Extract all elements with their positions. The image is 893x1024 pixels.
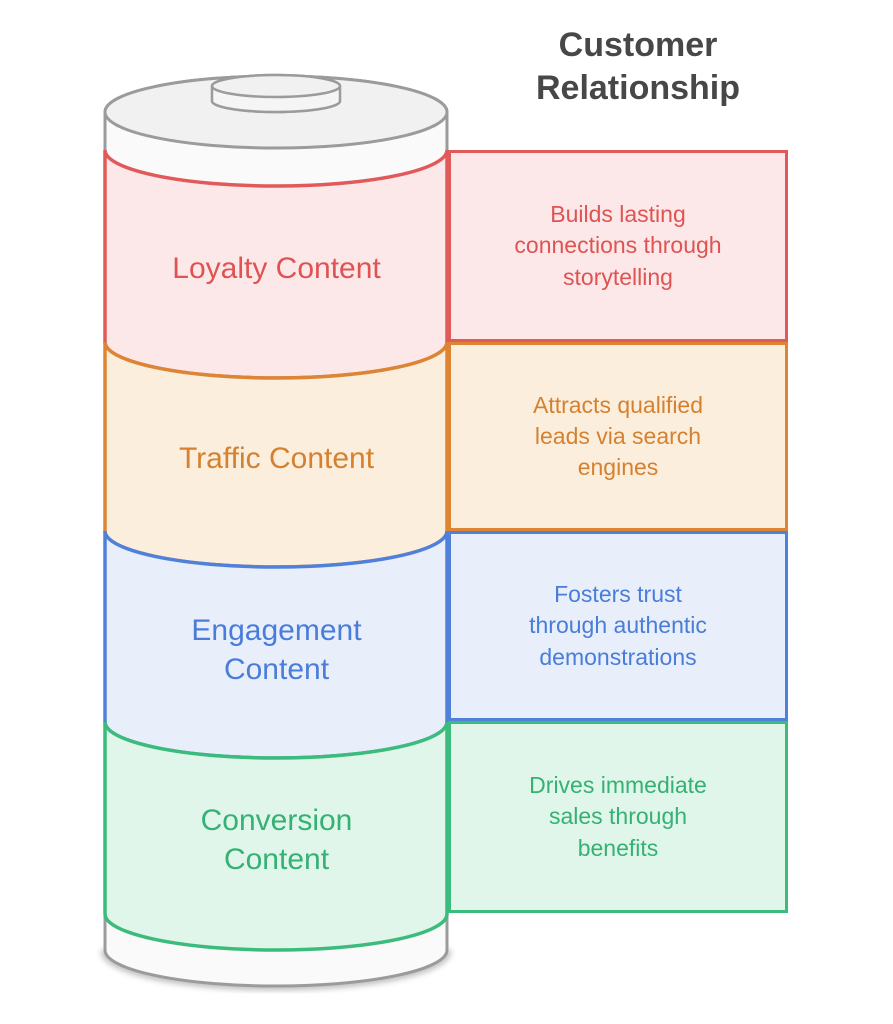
description-box-conversion: Drives immediate sales through benefits <box>448 721 788 913</box>
segment-label-text: Engagement Content <box>191 614 362 686</box>
description-box-loyalty: Builds lasting connections through story… <box>448 150 788 342</box>
segment-label-text: Conversion Content <box>200 804 353 876</box>
segment-label-text: Traffic Content <box>178 441 375 475</box>
segment-label-text: Loyalty Content <box>172 251 381 285</box>
description-text: Drives immediate sales through benefits <box>529 770 707 863</box>
page-title: Customer Relationship <box>448 24 828 109</box>
segment-label-loyalty: Loyalty Content <box>105 168 448 368</box>
battery-cap-top <box>210 73 342 99</box>
description-line: connections through <box>514 232 722 259</box>
description-box-engagement: Fosters trust through authentic demonstr… <box>448 531 788 721</box>
description-line: through authentic <box>529 612 707 639</box>
segment-label-traffic: Traffic Content <box>105 358 448 558</box>
segment-label-conversion: Conversion Content <box>105 735 448 945</box>
description-line: Fosters trust <box>554 581 682 608</box>
description-line: Builds lasting <box>550 201 686 228</box>
description-line: leads via search <box>534 422 702 449</box>
page-title-line-1: Customer <box>558 26 718 64</box>
description-line: engines <box>577 454 659 481</box>
segment-label-engagement: Engagement Content <box>105 545 448 755</box>
description-text: Builds lasting connections through story… <box>514 199 721 292</box>
description-line: storytelling <box>563 263 673 290</box>
description-box-traffic: Attracts qualified leads via search engi… <box>448 342 788 531</box>
description-line: demonstrations <box>539 643 697 670</box>
battery-segment-conversion <box>103 721 449 952</box>
description-line: sales through <box>548 803 688 830</box>
description-line: benefits <box>577 834 659 861</box>
page-title-line-2: Relationship <box>535 68 741 107</box>
description-line: Attracts qualified <box>532 391 704 418</box>
description-text: Attracts qualified leads via search engi… <box>533 390 703 483</box>
description-line: Drives immediate <box>529 772 707 799</box>
description-text: Fosters trust through authentic demonstr… <box>529 579 707 672</box>
